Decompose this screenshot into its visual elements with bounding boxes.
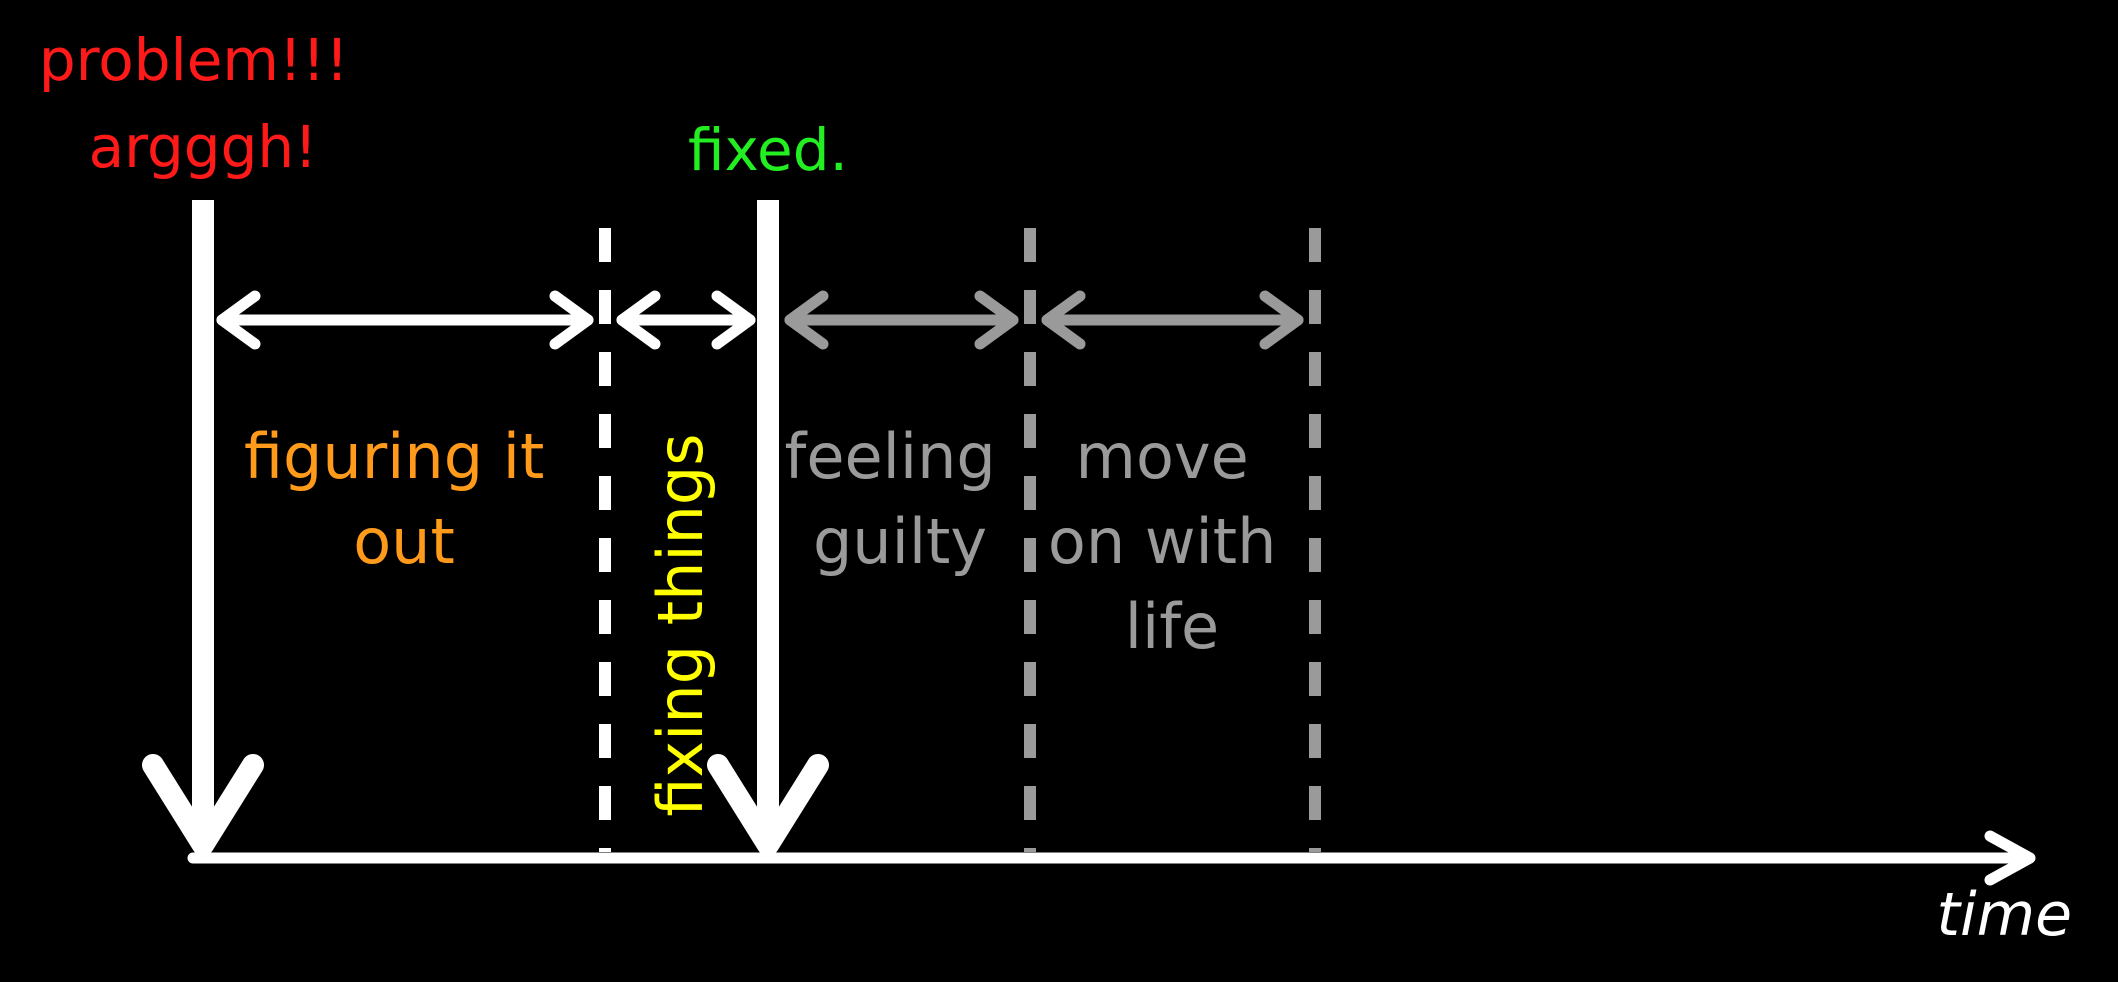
phase-label-move-on: move on with life xyxy=(1048,420,1296,663)
span-arrow-fixing xyxy=(616,290,756,350)
problem-label-line-2: argggh! xyxy=(89,113,318,181)
span-arrow-figuring xyxy=(216,290,594,350)
phase-label-figuring-line-1: figuring it xyxy=(244,420,544,493)
fixed-label: fixed. xyxy=(688,116,848,184)
fixed-arrow xyxy=(707,200,829,856)
phase-label-move-on-line-3: life xyxy=(1125,590,1219,663)
phase-label-guilty-line-1: feeling xyxy=(785,420,996,493)
time-axis xyxy=(187,830,2036,886)
phase-label-move-on-line-1: move xyxy=(1076,420,1249,493)
span-arrow-move-on xyxy=(1041,290,1304,350)
phase-label-move-on-line-2: on with xyxy=(1048,505,1276,578)
phase-label-guilty: feeling guilty xyxy=(785,420,1016,578)
phase-label-figuring-line-2: out xyxy=(353,505,455,578)
time-axis-label: time xyxy=(1936,880,2072,950)
span-arrow-guilty xyxy=(784,290,1019,350)
phase-label-guilty-line-2: guilty xyxy=(813,505,987,578)
phase-label-fixing: fixing things xyxy=(644,433,717,816)
problem-label-line-1: problem!!! xyxy=(39,26,349,94)
problem-label: problem!!! argggh! xyxy=(39,26,367,181)
problem-arrow xyxy=(142,200,264,856)
phase-label-figuring: figuring it out xyxy=(244,420,564,578)
